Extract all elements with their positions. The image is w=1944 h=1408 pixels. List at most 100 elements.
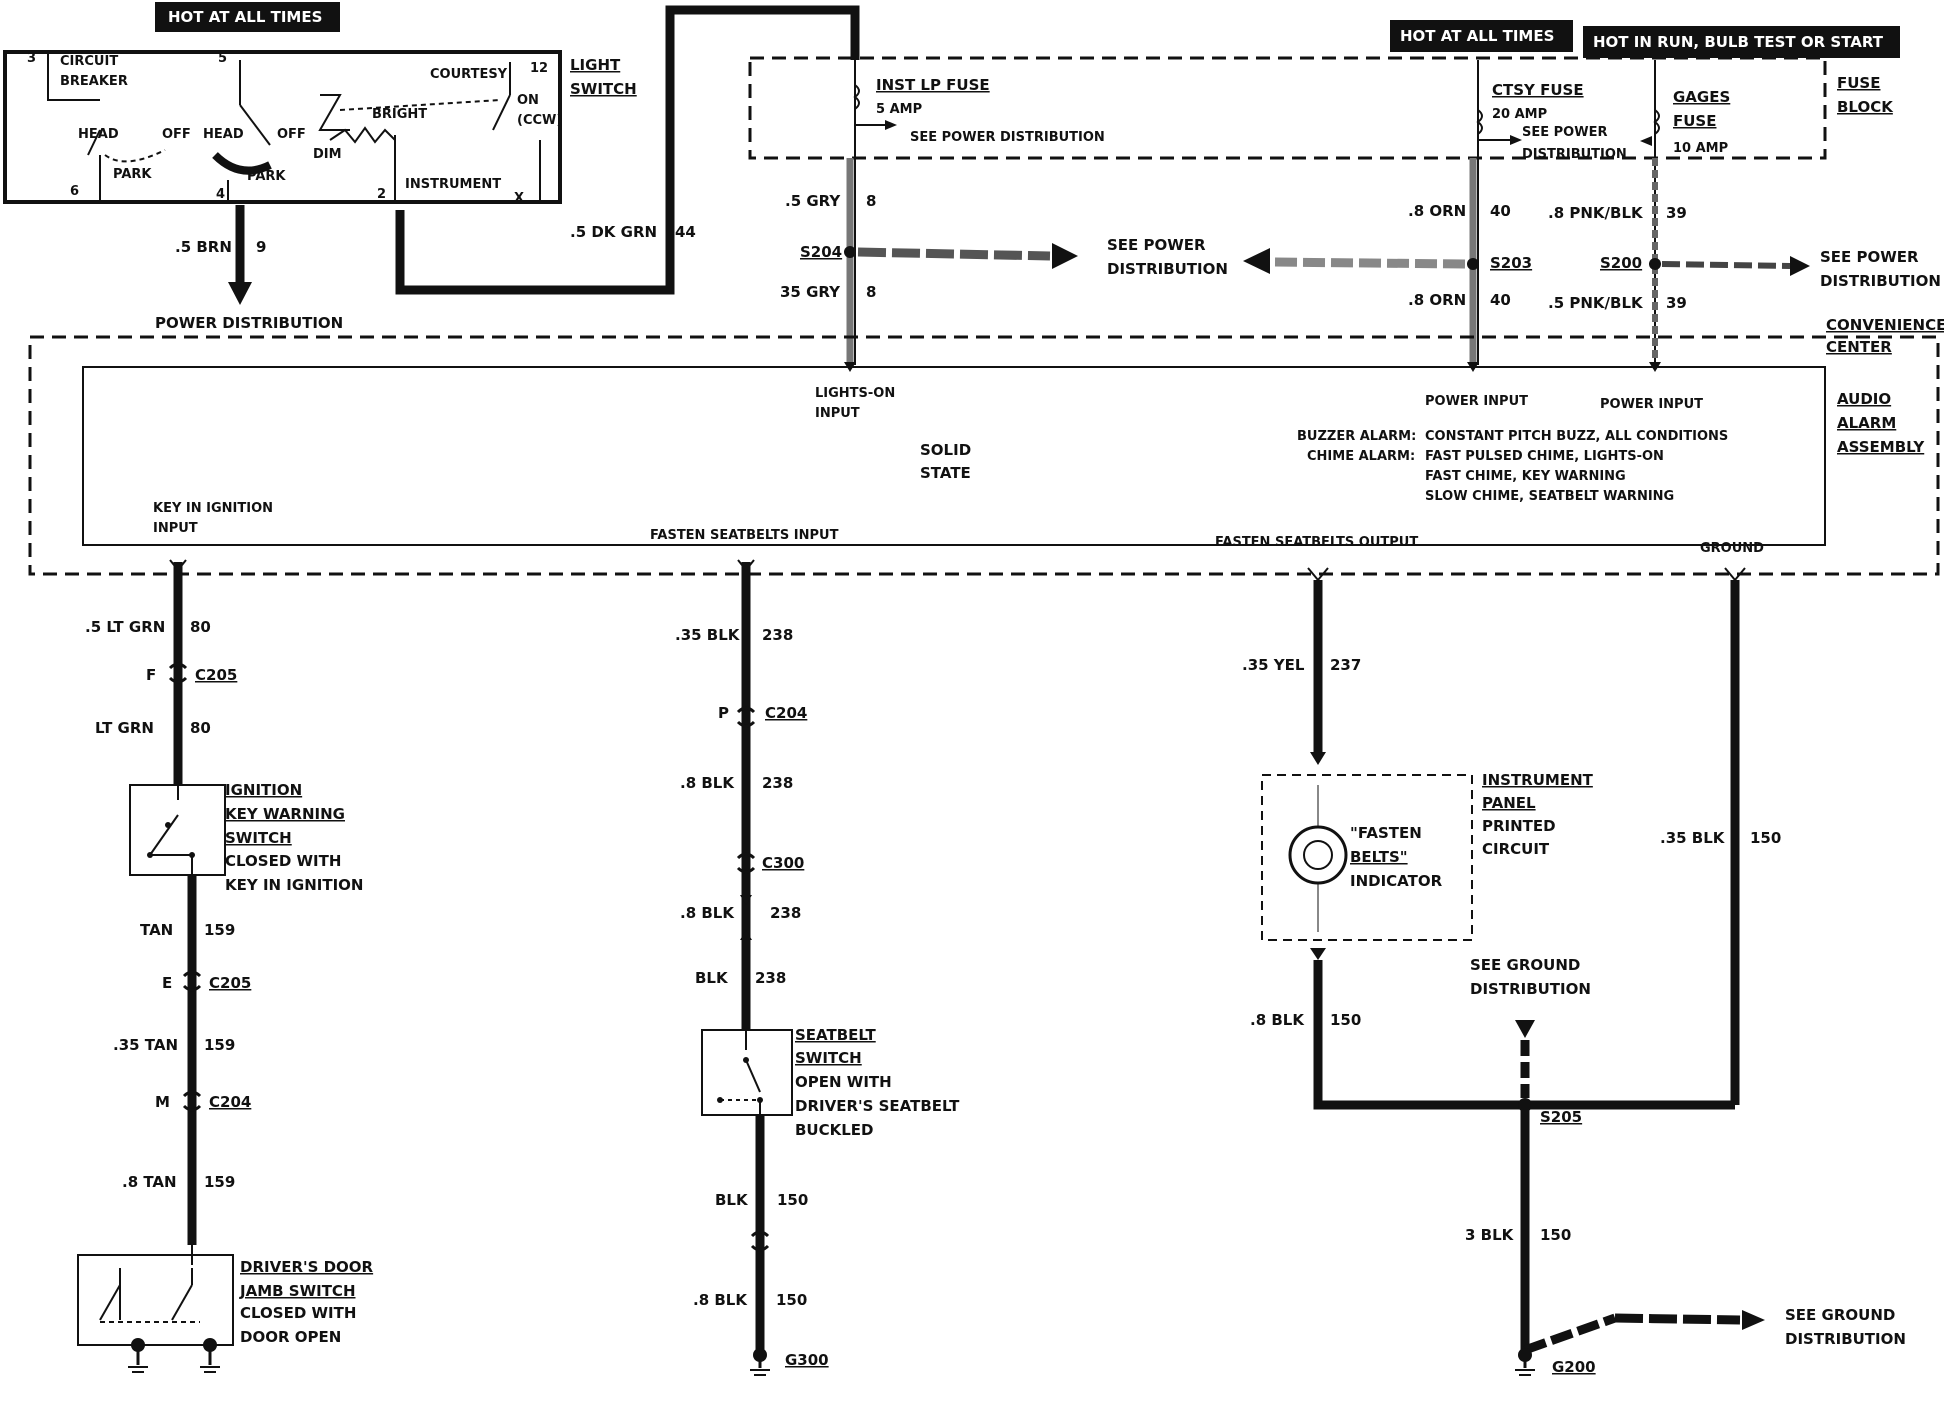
buzzer-alarm-label: BUZZER ALARM: — [1297, 429, 1416, 444]
seatbelt-switch-desc-2: DRIVER'S SEATBELT — [795, 1097, 960, 1115]
connector-c204-m: C204 — [209, 1093, 251, 1111]
chime-alarm-label: CHIME ALARM: — [1307, 449, 1415, 464]
col3-wire1-circuit: 237 — [1330, 656, 1361, 674]
col1-wire3-circuit: 159 — [204, 921, 235, 939]
brn-wire: .5 BRN 9 POWER DISTRIBUTION — [155, 205, 343, 332]
dim-label: DIM — [313, 147, 342, 162]
pnk-wire-2-size: .5 PNK/BLK — [1548, 294, 1644, 312]
col2-wire4-circuit: 238 — [755, 969, 786, 987]
seatbelt-switch-desc-1: OPEN WITH — [795, 1073, 892, 1091]
seatbelt-switch-title-1: SEATBELT — [795, 1026, 876, 1044]
col1-wire1-circuit: 80 — [190, 618, 211, 636]
splice-s200: S200 — [1600, 254, 1642, 272]
gry-wire-2-circuit: 8 — [866, 283, 876, 301]
col2-wire3-size: .8 BLK — [680, 904, 735, 922]
connector-c204-p: C204 — [765, 704, 807, 722]
state-label: STATE — [920, 464, 971, 482]
connector-c205-e: C205 — [209, 974, 251, 992]
head-label-1: HEAD — [78, 127, 119, 142]
term-6: 6 — [70, 184, 79, 199]
hot-tag-mid-text: HOT AT ALL TIMES — [1400, 27, 1554, 45]
door-jamb-title-1: DRIVER'S DOOR — [240, 1258, 374, 1276]
fasten-belts-indicator-3: INDICATOR — [1350, 872, 1443, 890]
off-label-2: OFF — [277, 127, 306, 142]
brn-wire-circuit: 9 — [256, 238, 266, 256]
off-label-1: OFF — [162, 127, 191, 142]
orn-wire-1-size: .8 ORN — [1408, 202, 1466, 220]
ignition-switch-desc-2: KEY IN IGNITION — [225, 876, 363, 894]
head-label-2: HEAD — [203, 127, 244, 142]
instrument-label: INSTRUMENT — [405, 177, 501, 192]
dkgrn-wire-circuit: 44 — [675, 223, 696, 241]
see-power-dist-2: DISTRIBUTION — [1107, 260, 1228, 278]
ctsy-fuse-label: CTSY FUSE — [1492, 81, 1584, 99]
ground-label: GROUND — [1700, 541, 1764, 556]
orn-wire-2-circuit: 40 — [1490, 291, 1511, 309]
dkgrn-wire-size: .5 DK GRN — [570, 223, 657, 241]
col2-wire6-size: .8 BLK — [693, 1291, 748, 1309]
circuit-breaker-label-2: BREAKER — [60, 74, 128, 89]
fuse-block-title-2: BLOCK — [1837, 98, 1894, 116]
inst-see-power-distribution: SEE POWER DISTRIBUTION — [910, 130, 1105, 145]
buzzer-alarm-value: CONSTANT PITCH BUZZ, ALL CONDITIONS — [1425, 429, 1728, 444]
hot-tag-right-text: HOT IN RUN, BULB TEST OR START — [1593, 33, 1884, 51]
col4-wire1-circuit: 150 — [1750, 829, 1781, 847]
col2-wire2-circuit: 238 — [762, 774, 793, 792]
audio-alarm-title-3: ASSEMBLY — [1837, 438, 1925, 456]
gages-fuse-amp: 10 AMP — [1673, 141, 1728, 156]
gages-fuse-label-1: GAGES — [1673, 88, 1730, 106]
fuse-feeds: .5 GRY 8 S204 35 GRY 8 SEE POWER DISTRIB… — [780, 60, 1941, 372]
col2-c1-pin: P — [718, 704, 729, 722]
col2-wire4-size: BLK — [695, 969, 729, 987]
col2-wire3-circuit: 238 — [770, 904, 801, 922]
power-input-2: POWER INPUT — [1600, 397, 1703, 412]
col2-wire2-size: .8 BLK — [680, 774, 735, 792]
col1-wire2-size: LT GRN — [95, 719, 154, 737]
col1-wire5-size: .8 TAN — [122, 1173, 177, 1191]
col1-wire1-size: .5 LT GRN — [85, 618, 165, 636]
see-ground-dist-1: SEE GROUND — [1470, 956, 1580, 974]
gry-wire-2-size: 35 GRY — [780, 283, 841, 301]
light-switch-title-2: SWITCH — [570, 80, 637, 98]
gages-fuse-label-2: FUSE — [1673, 112, 1716, 130]
connector-c205-f: C205 — [195, 666, 237, 684]
col1-c2-pin: E — [162, 974, 172, 992]
ground-g200: G200 — [1552, 1358, 1596, 1376]
key-in-ignition-input-2: INPUT — [153, 521, 198, 536]
col2-wire5-circuit: 150 — [777, 1191, 808, 1209]
park-label-2: PARK — [247, 169, 286, 184]
key-warning-circuit: .5 LT GRN 80 F C205 LT GRN 80 IGNITION K… — [77, 559, 374, 1373]
dk-grn-wire: .5 DK GRN 44 — [395, 5, 860, 295]
ignition-switch-desc-1: CLOSED WITH — [225, 852, 341, 870]
see-power-dist-4: DISTRIBUTION — [1820, 272, 1941, 290]
term-12: 12 — [530, 61, 548, 76]
ground-g300: G300 — [785, 1351, 829, 1369]
col1-c1-pin: F — [146, 666, 156, 684]
col3-wire2-size: .8 BLK — [1250, 1011, 1305, 1029]
col2-wire6-circuit: 150 — [776, 1291, 807, 1309]
term-5: 5 — [218, 51, 227, 66]
pnk-wire-2-circuit: 39 — [1666, 294, 1687, 312]
audio-alarm-title-2: ALARM — [1837, 414, 1896, 432]
fuse-block: INST LP FUSE 5 AMP SEE POWER DISTRIBUTIO… — [748, 56, 1894, 162]
splice-s203: S203 — [1490, 254, 1532, 272]
power-input-1: POWER INPUT — [1425, 394, 1528, 409]
instrument-panel-4: CIRCUIT — [1482, 840, 1550, 858]
inst-lp-fuse-label: INST LP FUSE — [876, 76, 990, 94]
seatbelt-switch-title-2: SWITCH — [795, 1049, 862, 1067]
col1-wire3-size: TAN — [140, 921, 173, 939]
on-label: ON — [517, 93, 539, 108]
key-in-ignition-input-1: KEY IN IGNITION — [153, 501, 273, 516]
park-label-1: PARK — [113, 167, 152, 182]
col1-wire5-circuit: 159 — [204, 1173, 235, 1191]
fasten-belts-indicator-2: BELTS" — [1350, 848, 1408, 866]
inst-fuse-amp: 5 AMP — [876, 102, 922, 117]
power-distribution-label: POWER DISTRIBUTION — [155, 314, 343, 332]
connector-c300: C300 — [762, 854, 804, 872]
pnk-wire-1-circuit: 39 — [1666, 204, 1687, 222]
splice-s204: S204 — [800, 243, 842, 261]
term-3: 3 — [27, 51, 36, 66]
see-power-dist-3: SEE POWER — [1820, 248, 1919, 266]
col3-wire2-circuit: 150 — [1330, 1011, 1361, 1029]
